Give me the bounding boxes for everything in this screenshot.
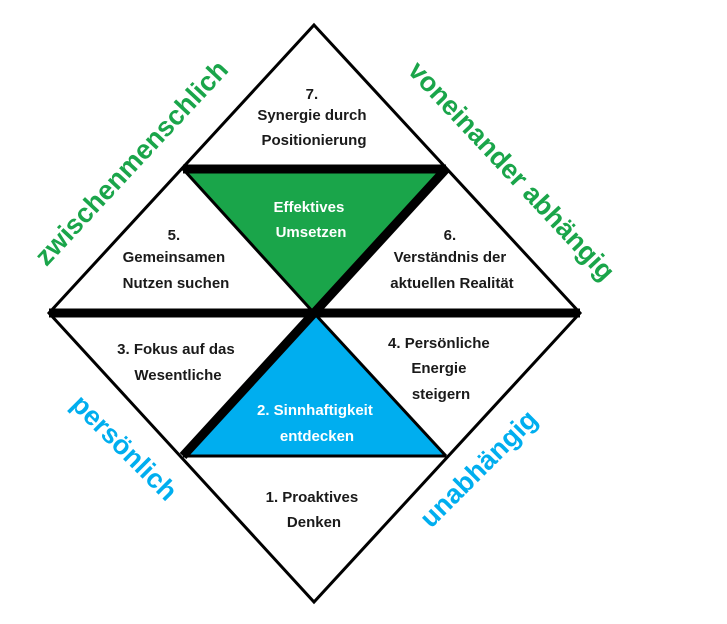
cell-7-line: 7.	[306, 86, 319, 103]
cell-7-line: Positionierung	[262, 132, 367, 149]
cell-5-line: 5.	[168, 227, 181, 244]
cell-1-line: Denken	[287, 514, 341, 531]
cell-3-line: 3. Fokus auf das	[117, 341, 235, 358]
cell-7-text: 7. Synergie durch Positionierung	[257, 86, 370, 149]
cell-4-line: steigern	[412, 386, 470, 403]
center-bottom-text: 2. Sinnhaftigkeit entdecken	[257, 402, 377, 445]
thick-line-diagonal	[179, 165, 450, 460]
side-label-zwischenmenschlich: zwischenmenschlich	[29, 54, 234, 271]
blue-triangle-sinnhaftigkeit	[183, 313, 446, 456]
side-label-persoenlich: persönlich	[65, 389, 183, 507]
outer-diamond	[46, 22, 583, 605]
cell-5-line: Gemeinsamen	[123, 249, 226, 266]
cell-1-text: 1. Proaktives Denken	[266, 489, 363, 531]
center-top-text: Effektives Umsetzen	[273, 199, 348, 241]
cell-6-line: aktuellen Realität	[390, 275, 513, 292]
cell-4-line: 4. Persönliche	[388, 335, 490, 352]
cell-1-line: 1. Proaktives	[266, 489, 359, 506]
cell-7-line: Synergie durch	[257, 107, 366, 124]
cell-5-text: 5. Gemeinsamen Nutzen suchen	[123, 227, 230, 292]
center-top-line: Umsetzen	[276, 224, 347, 241]
grid-lines	[181, 167, 448, 458]
grid-line	[312, 311, 448, 458]
cell-6-line: Verständnis der	[394, 249, 507, 266]
cell-4-text: 4. Persönliche Energie steigern	[388, 335, 494, 403]
grid-line	[181, 167, 316, 315]
cell-5-line: Nutzen suchen	[123, 275, 230, 292]
center-top-line: Effektives	[273, 199, 344, 216]
cell-3-line: Wesentliche	[134, 367, 221, 384]
green-triangle-effektives-umsetzen	[183, 169, 446, 313]
cell-4-line: Energie	[411, 360, 466, 377]
cell-3-text: 3. Fokus auf das Wesentliche	[117, 341, 239, 384]
cell-6-text: 6. Verständnis der aktuellen Realität	[390, 227, 513, 292]
center-bottom-line: entdecken	[280, 428, 354, 445]
cell-6-line: 6.	[444, 227, 457, 244]
center-bottom-line: 2. Sinnhaftigkeit	[257, 402, 373, 419]
thick-lines	[49, 164, 580, 460]
